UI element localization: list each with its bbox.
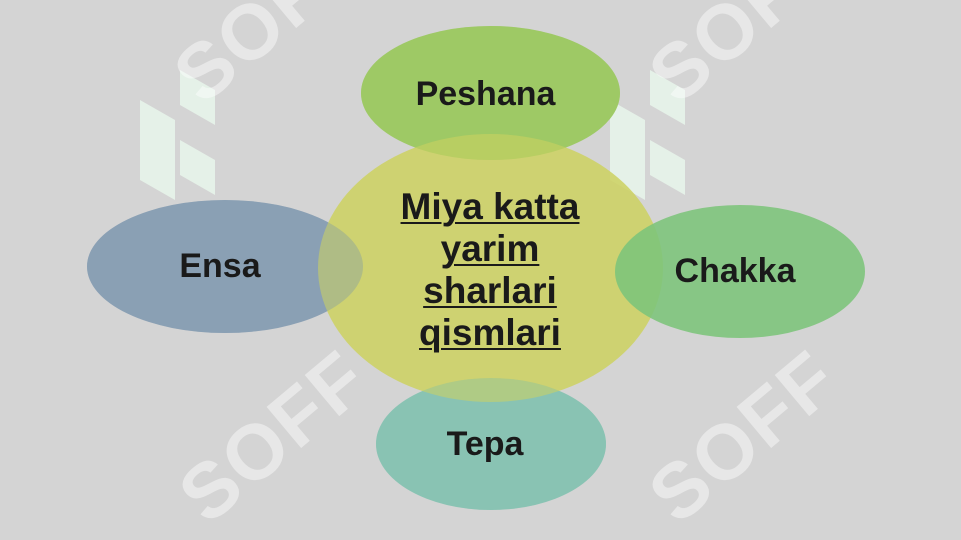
petal-top-overlap (361, 26, 620, 160)
watermark-text: SOFF (632, 333, 855, 540)
watermark-logo-icon (140, 70, 215, 200)
petal-left-overlap (87, 200, 363, 333)
petal-left-ellipse (87, 200, 363, 333)
petal-right-label: Chakka (674, 251, 796, 290)
center-circle (318, 134, 663, 402)
petal-right-ellipse (615, 205, 865, 338)
petal-left-label: Ensa (179, 246, 261, 285)
petal-top-label: Peshana (415, 74, 556, 113)
watermark-logo-icon (610, 70, 685, 200)
petal-bottom-label: Tepa (446, 424, 524, 463)
watermark-text: SOFF (162, 333, 385, 540)
petal-bottom-overlap (376, 378, 606, 510)
center-label: Miya katta yarim sharlari qismlari (400, 186, 580, 353)
